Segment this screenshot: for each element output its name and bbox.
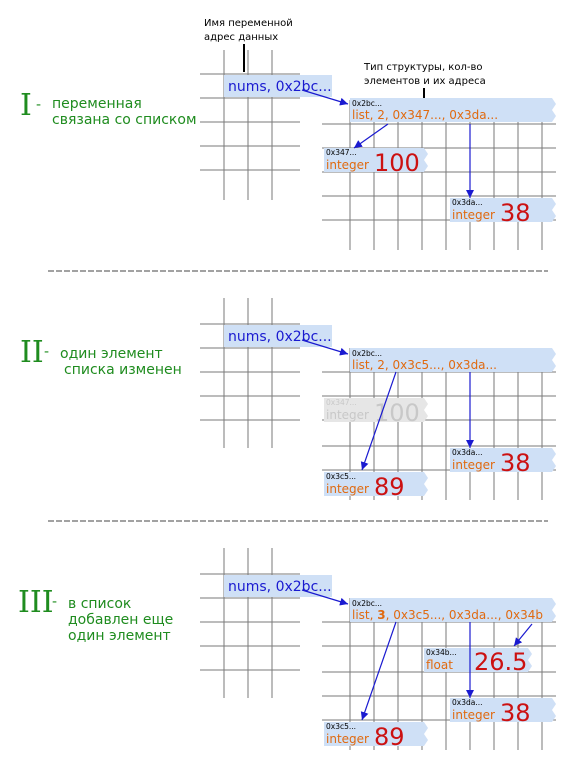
- section-caption-line1: переменная: [52, 96, 142, 112]
- object-address: 0x2bc...: [352, 349, 382, 358]
- object-value: 100: [374, 149, 420, 177]
- section-caption-line2: добавлен еще: [68, 612, 173, 628]
- variable-annotation-line1: Имя переменной: [204, 18, 293, 29]
- float-object: 0x34b... float 26.5: [424, 648, 532, 676]
- variable-label: nums, 0x2bc...: [228, 79, 332, 95]
- reference-arrow: [513, 623, 533, 647]
- list-contents: list, 3, 0x3c5..., 0x3da..., 0x34b: [352, 608, 543, 622]
- variables-grid: [200, 548, 300, 698]
- object-type: integer: [452, 708, 495, 722]
- variables-grid: [200, 50, 300, 200]
- list-object: 0x2bc... list, 3, 0x3c5..., 0x3da..., 0x…: [350, 598, 556, 622]
- object-value: 89: [374, 723, 405, 751]
- list-contents: list, 2, 0x3c5..., 0x3da...: [352, 358, 497, 372]
- structure-annotation-line2: элементов и их адреса: [364, 76, 486, 87]
- object-value: 38: [500, 449, 531, 477]
- variable-annotation-line2: адрес данных: [204, 32, 278, 43]
- object-value: 26.5: [474, 648, 527, 676]
- object-address: 0x3da...: [452, 198, 483, 207]
- reference-arrow: [301, 339, 349, 356]
- variable-label: nums, 0x2bc...: [228, 579, 332, 595]
- section-caption-line3: один элемент: [68, 628, 171, 644]
- reference-arrow: [353, 123, 389, 149]
- object-value: 89: [374, 473, 405, 501]
- object-address: 0x347...: [326, 148, 357, 157]
- object-type: integer: [326, 408, 369, 422]
- garbage-object: 0x347... integer 100: [324, 398, 428, 427]
- section-dash: -: [44, 344, 49, 360]
- section-caption-line1: в список: [68, 596, 131, 612]
- section-roman-numeral: II: [20, 335, 44, 370]
- section-caption-line2: связана со списком: [52, 112, 197, 128]
- integer-object: 0x3c5... integer 89: [324, 472, 428, 501]
- section-caption-line2: списка изменен: [64, 362, 182, 378]
- section-dash: -: [36, 97, 41, 113]
- reference-arrow: [360, 371, 397, 471]
- section-1: I - переменная связана со списком nums, …: [20, 50, 556, 250]
- section-roman-numeral: III: [18, 585, 54, 620]
- object-address: 0x3c5...: [326, 722, 356, 731]
- integer-object: 0x3da... integer 38: [450, 448, 556, 477]
- object-value: 38: [500, 199, 531, 227]
- integer-object: 0x3c5... integer 89: [324, 722, 428, 751]
- object-address: 0x347...: [326, 398, 357, 407]
- object-type: integer: [326, 732, 369, 746]
- object-address: 0x34b...: [426, 648, 457, 657]
- reference-arrow: [301, 89, 349, 106]
- integer-object: 0x347... integer 100: [324, 148, 428, 177]
- section-roman-numeral: I: [20, 88, 32, 123]
- object-type: integer: [326, 158, 369, 172]
- variables-grid: [200, 298, 300, 448]
- structure-annotation-line1: Тип структуры, кол-во: [363, 62, 482, 73]
- object-address: 0x2bc...: [352, 99, 382, 108]
- list-contents: list, 2, 0x347..., 0x3da...: [352, 108, 498, 122]
- section-3: III - в список добавлен еще один элемент…: [18, 548, 556, 751]
- reference-arrow: [301, 589, 349, 606]
- object-value: 100: [374, 399, 420, 427]
- list-object: 0x2bc... list, 2, 0x347..., 0x3da...: [350, 98, 556, 122]
- section-dash: -: [52, 594, 57, 610]
- object-type: integer: [326, 482, 369, 496]
- object-type: float: [426, 658, 453, 672]
- object-address: 0x3da...: [452, 698, 483, 707]
- section-2: II - один элемент списка изменен nums, 0…: [20, 298, 556, 501]
- object-address: 0x3c5...: [326, 472, 356, 481]
- object-address: 0x2bc...: [352, 599, 382, 608]
- variable-label: nums, 0x2bc...: [228, 329, 332, 345]
- object-value: 38: [500, 699, 531, 727]
- list-object: 0x2bc... list, 2, 0x3c5..., 0x3da...: [350, 348, 556, 372]
- section-caption-line1: один элемент: [60, 346, 163, 362]
- object-type: integer: [452, 458, 495, 472]
- reference-arrow: [360, 621, 397, 721]
- integer-object: 0x3da... integer 38: [450, 198, 556, 227]
- object-type: integer: [452, 208, 495, 222]
- heap-grid: [322, 100, 556, 250]
- integer-object: 0x3da... integer 38: [450, 698, 556, 727]
- object-address: 0x3da...: [452, 448, 483, 457]
